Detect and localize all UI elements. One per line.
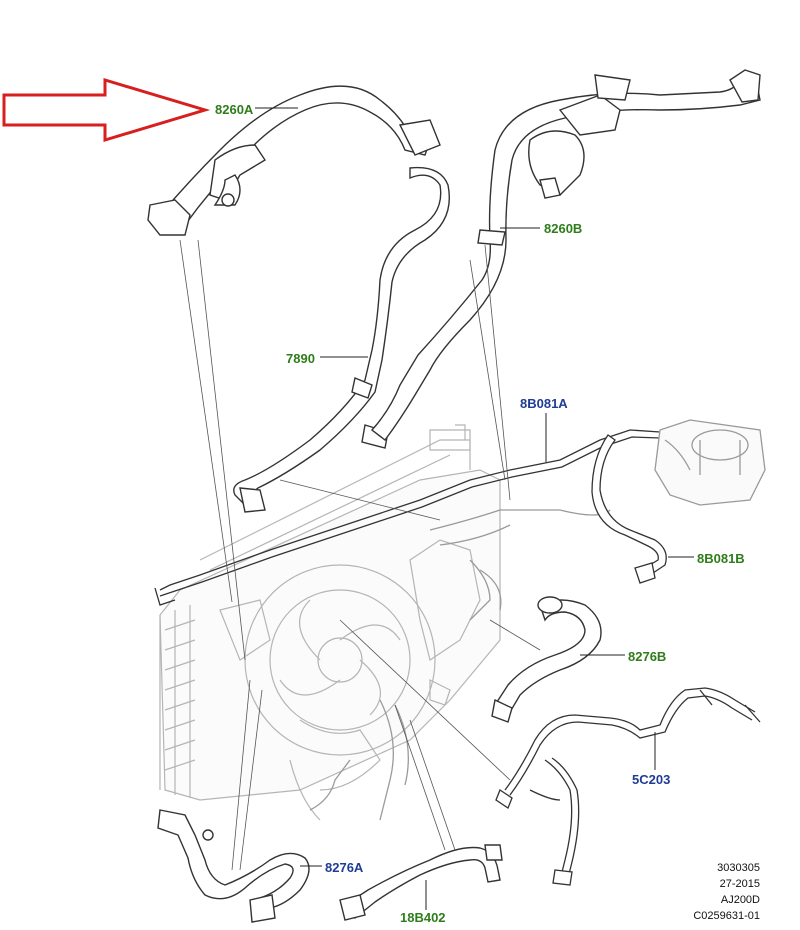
radiator-fan-assembly: [159, 424, 501, 821]
part-label-7890: 7890: [286, 351, 315, 366]
part-label-8B081A: 8B081A: [520, 396, 568, 411]
engine-hoses-background: [309, 509, 611, 821]
hose-8260B: [370, 69, 761, 441]
part-label-18B402: 18B402: [400, 910, 446, 925]
red-pointer-arrow-icon: [2, 77, 211, 143]
doc-date: 27-2015: [719, 878, 760, 890]
hose-8276A: [157, 809, 310, 923]
callout-lines: [179, 239, 541, 871]
part-label-8276A: 8276A: [325, 860, 364, 875]
pipe-5C203: [495, 687, 761, 886]
hose-18B402: [339, 844, 503, 921]
doc-ref: 3030305: [717, 862, 760, 874]
doc-model: AJ200D: [720, 894, 760, 906]
hose-8276B-right: [491, 596, 602, 723]
hose-8260A: [147, 85, 441, 236]
document-info: 3030305 27-2015 AJ200D C0259631-01: [693, 860, 760, 924]
part-label-8B081B: 8B081B: [697, 551, 745, 566]
hose-7890: [233, 166, 450, 513]
part-label-8276B-right: 8276B: [628, 649, 667, 664]
part-label-8260B: 8260B: [544, 221, 583, 236]
part-label-8260A: 8260A: [215, 102, 254, 117]
coolant-reservoir: [654, 419, 766, 506]
pipe-8B081B: [591, 434, 667, 584]
part-label-5C203: 5C203: [632, 772, 671, 787]
doc-code: C0259631-01: [693, 910, 760, 922]
